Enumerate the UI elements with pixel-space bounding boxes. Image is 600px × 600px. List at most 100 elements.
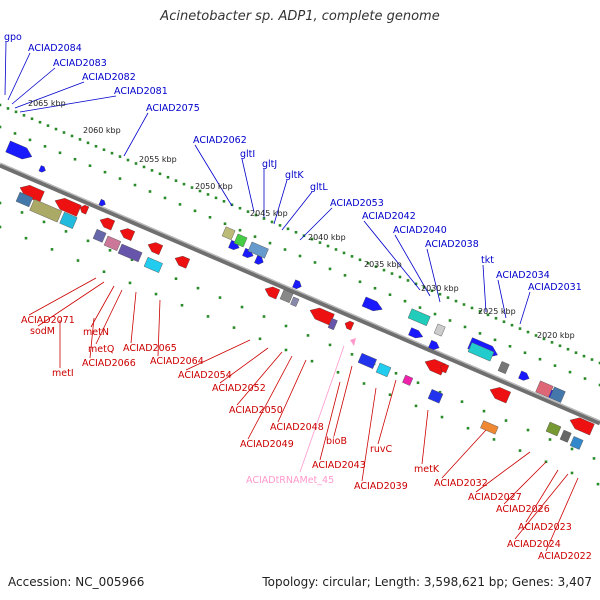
callout-line xyxy=(273,179,288,225)
tick-mark xyxy=(574,351,578,354)
gene-label-bottom: bioB xyxy=(326,436,347,447)
forward-gene-shape xyxy=(38,165,46,173)
gene-label-top: ACIAD2084 xyxy=(28,43,82,54)
tick-mark xyxy=(180,303,184,307)
tick-mark xyxy=(268,241,272,245)
feature-block-shape xyxy=(467,342,495,362)
reverse-gene xyxy=(19,185,45,203)
tick-mark xyxy=(182,182,186,186)
feature-block xyxy=(59,211,78,229)
callout-line xyxy=(19,95,117,113)
tick-mark xyxy=(486,313,490,317)
callout-line xyxy=(394,234,431,297)
callout-line xyxy=(185,339,251,371)
tick-mark xyxy=(504,419,508,422)
reverse-gene-shape xyxy=(99,217,116,231)
tick-mark xyxy=(103,170,107,174)
reverse-gene-shape xyxy=(174,255,191,269)
gene-label-top: tkt xyxy=(481,255,494,266)
tick-mark xyxy=(382,268,386,272)
feature-block-shape xyxy=(357,352,377,369)
reverse-gene xyxy=(147,242,164,255)
tick-mark xyxy=(493,338,497,342)
feature-block-shape xyxy=(247,241,269,259)
forward-gene xyxy=(361,296,383,312)
gene-label-top: gltI xyxy=(240,149,255,160)
tick-mark xyxy=(350,353,354,356)
tick-mark xyxy=(28,138,32,142)
feature-block-shape xyxy=(117,243,143,263)
tick-mark xyxy=(0,103,2,107)
callout-line xyxy=(426,248,441,303)
tick-mark xyxy=(163,196,167,200)
forward-gene-shape xyxy=(518,370,530,381)
gene-label-top: ACIAD2038 xyxy=(425,239,479,250)
tick-mark xyxy=(208,216,212,219)
tick-mark xyxy=(198,189,202,193)
tick-mark xyxy=(22,114,26,117)
tick-mark xyxy=(86,239,90,243)
tick-mark xyxy=(526,330,530,334)
tick-mark xyxy=(42,220,46,224)
callout-line xyxy=(525,469,559,523)
tick-mark xyxy=(240,305,244,309)
gene-label-top: ACIAD2031 xyxy=(528,282,582,293)
tick-mark xyxy=(214,196,218,200)
tick-mark xyxy=(24,236,28,240)
feature-block xyxy=(103,235,122,251)
tick-mark xyxy=(150,169,154,172)
feature-block xyxy=(233,233,248,248)
tick-mark xyxy=(446,296,450,299)
feature-block-shape xyxy=(15,191,34,208)
tick-mark xyxy=(518,449,522,452)
tick-mark xyxy=(494,316,498,320)
forward-gene xyxy=(292,279,302,289)
tick-mark xyxy=(86,141,90,145)
tick-mark xyxy=(154,292,158,296)
tick-mark xyxy=(336,371,340,374)
tick-mark xyxy=(462,303,466,306)
tick-mark xyxy=(534,334,538,337)
gene-label-bottom: metK xyxy=(414,464,440,475)
reverse-gene xyxy=(424,359,446,376)
tick-mark xyxy=(262,315,266,318)
tick-mark xyxy=(440,415,444,419)
tick-mark xyxy=(542,337,546,341)
tick-mark xyxy=(64,230,68,233)
feature-block xyxy=(467,342,495,362)
tick-mark xyxy=(46,124,50,127)
tick-mark xyxy=(590,358,594,361)
tick-mark xyxy=(454,299,458,303)
genome-backbone xyxy=(0,162,600,426)
tick-mark xyxy=(222,200,226,203)
tick-mark xyxy=(526,428,530,432)
gene-label-top: gltL xyxy=(310,182,328,193)
feature-block xyxy=(375,362,392,378)
callout-line xyxy=(14,81,85,109)
tick-mark xyxy=(366,261,370,265)
tick-mark xyxy=(110,151,114,155)
feature-block-shape xyxy=(375,362,392,378)
tick-mark xyxy=(0,225,2,229)
tick-mark xyxy=(566,347,570,351)
reverse-gene xyxy=(569,417,595,436)
callout-line xyxy=(37,281,105,327)
gene-label-top: ACIAD2082 xyxy=(82,72,136,83)
gene-label-bottom: ACIAD2049 xyxy=(240,439,294,450)
tick-mark xyxy=(133,183,137,187)
callout-line xyxy=(514,473,569,540)
tick-mark xyxy=(238,206,242,210)
tick-mark xyxy=(108,249,112,252)
callout-line xyxy=(299,207,333,241)
tick-mark xyxy=(158,172,162,176)
forward-gene-shape xyxy=(361,296,383,312)
tick-mark xyxy=(294,230,298,234)
tick-mark xyxy=(553,364,557,367)
tick-mark xyxy=(550,341,554,344)
feature-block xyxy=(549,386,566,403)
tick-mark xyxy=(583,377,587,380)
feature-block-shape xyxy=(535,380,554,398)
callout-line xyxy=(157,299,161,357)
callout-line xyxy=(299,345,345,473)
tick-mark xyxy=(128,281,132,285)
